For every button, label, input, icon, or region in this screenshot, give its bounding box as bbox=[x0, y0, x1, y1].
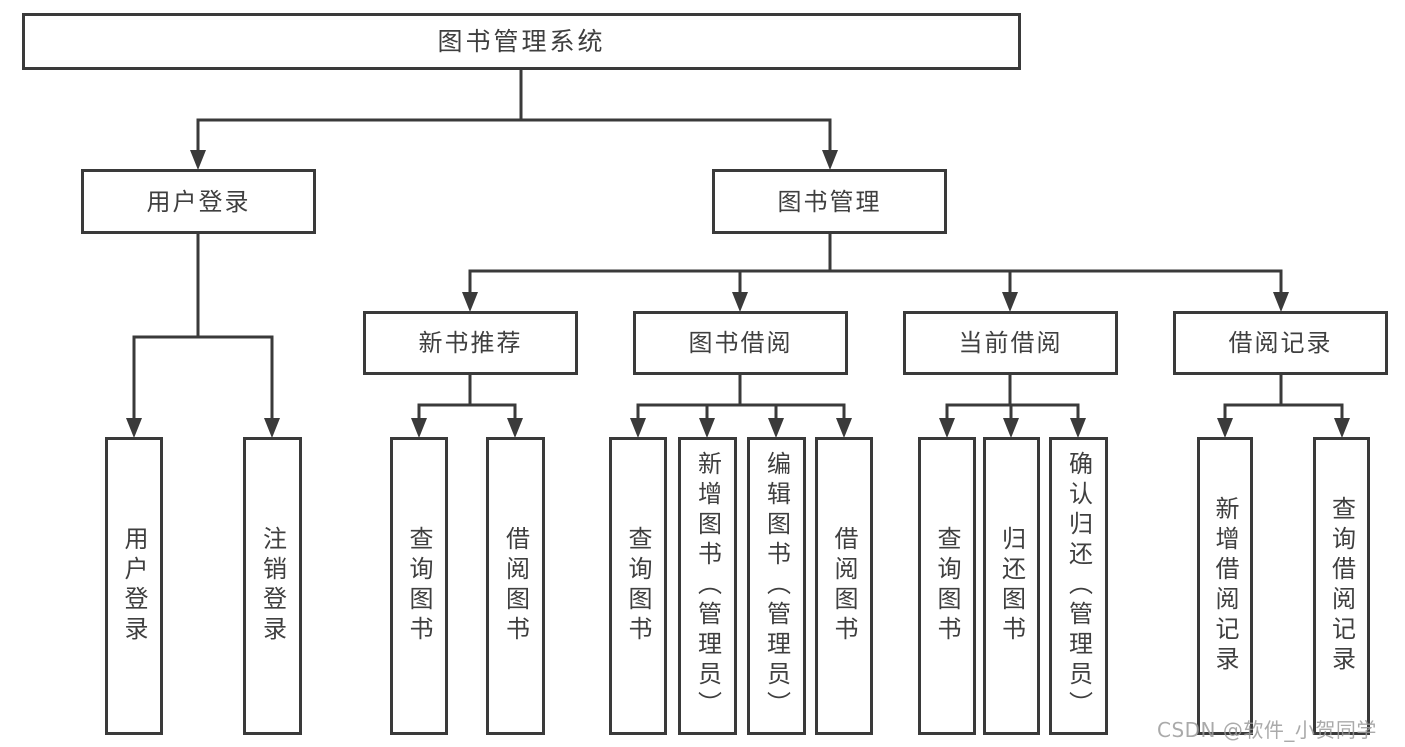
leaf-borrow-query-books: 查询图书 bbox=[609, 437, 667, 735]
connector-userlogin-to-leaves bbox=[126, 232, 280, 438]
leaf-logout-login: 注销登录 bbox=[243, 437, 302, 735]
node-borrow-records: 借阅记录 bbox=[1173, 311, 1388, 375]
node-new-book-recommend: 新书推荐 bbox=[363, 311, 578, 375]
connector-bookmgmt-to-level3 bbox=[462, 232, 1289, 312]
watermark: CSDN @软件_小贺同学 bbox=[1157, 718, 1377, 742]
leaf-records-query-record: 查询借阅记录 bbox=[1313, 437, 1370, 735]
leaf-current-query-books: 查询图书 bbox=[918, 437, 976, 735]
connector-root-to-level2 bbox=[190, 68, 838, 170]
node-book-borrow: 图书借阅 bbox=[633, 311, 848, 375]
node-book-management: 图书管理 bbox=[712, 169, 947, 234]
leaf-borrow-edit-books-admin: 编辑图书（管理员） bbox=[747, 437, 806, 735]
leaf-borrow-add-books-admin: 新增图书（管理员） bbox=[678, 437, 737, 735]
leaf-newbook-borrow-books: 借阅图书 bbox=[486, 437, 545, 735]
connector-newbook-to-leaves bbox=[411, 373, 523, 438]
leaf-current-return-books: 归还图书 bbox=[983, 437, 1040, 735]
node-current-borrow: 当前借阅 bbox=[903, 311, 1118, 375]
leaf-borrow-borrow-books: 借阅图书 bbox=[815, 437, 873, 735]
leaf-records-add-record: 新增借阅记录 bbox=[1197, 437, 1253, 735]
connector-borrowrecords-to-leaves bbox=[1217, 373, 1350, 438]
leaf-newbook-query-books: 查询图书 bbox=[390, 437, 448, 735]
leaf-current-confirm-return-admin: 确认归还（管理员） bbox=[1049, 437, 1108, 735]
node-user-login: 用户登录 bbox=[81, 169, 316, 234]
leaf-user-login: 用户登录 bbox=[105, 437, 163, 735]
node-root: 图书管理系统 bbox=[22, 13, 1021, 70]
connector-bookborrow-to-leaves bbox=[630, 373, 852, 438]
connector-currentborrow-to-leaves bbox=[939, 373, 1086, 438]
